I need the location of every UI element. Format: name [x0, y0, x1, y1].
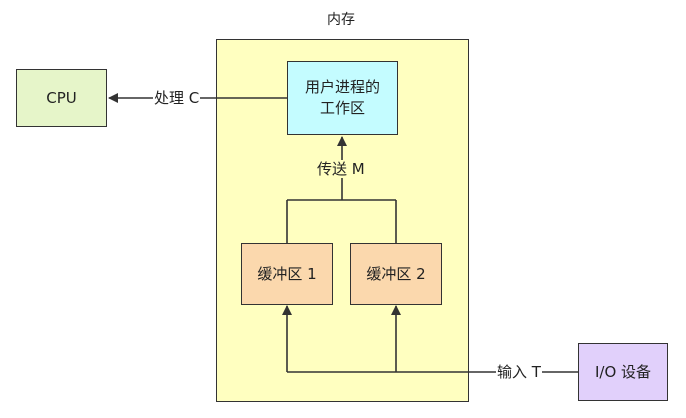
cpu-node: CPU — [16, 69, 107, 127]
io-node: I/O 设备 — [578, 343, 668, 401]
workspace-node: 用户进程的 工作区 — [287, 61, 398, 135]
buffer1-label: 缓冲区 1 — [257, 264, 317, 283]
cpu-label: CPU — [46, 88, 77, 107]
workspace-label-line1: 用户进程的 — [304, 78, 380, 96]
io-label: I/O 设备 — [594, 362, 652, 381]
input-edge-label: 输入 T — [496, 363, 542, 381]
buffer2-node: 缓冲区 2 — [350, 243, 442, 305]
process-edge-label: 处理 C — [153, 89, 201, 107]
buffer2-label: 缓冲区 2 — [366, 264, 426, 283]
transfer-edge-label: 传送 M — [316, 160, 366, 178]
buffer1-node: 缓冲区 1 — [241, 243, 333, 305]
workspace-label-line2: 工作区 — [319, 99, 365, 117]
memory-title: 内存 — [327, 12, 355, 28]
